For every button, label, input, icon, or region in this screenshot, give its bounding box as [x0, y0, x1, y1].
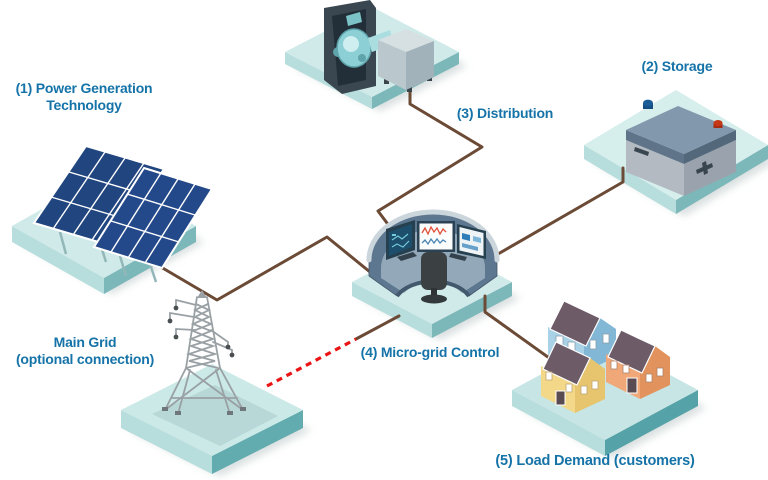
battery-icon: [626, 99, 736, 196]
platform-tower: [121, 364, 303, 474]
monitor-charts-screen: [457, 224, 486, 259]
house-yellow: [541, 341, 605, 413]
connection-generator-to-control: [376, 76, 484, 229]
monitor-waveform-screen: [417, 221, 455, 252]
houses-icon: [541, 300, 670, 413]
connection-maingrid-stub: [354, 314, 401, 341]
connection-battery-to-control: [496, 166, 625, 256]
generator-icon: [324, 0, 434, 94]
transmission-tower-icon: [162, 290, 246, 415]
office-chair: [421, 252, 447, 304]
house-orange: [606, 329, 670, 399]
plus-terminal-mark: [696, 161, 713, 175]
tower-shadow: [152, 385, 278, 446]
minus-terminal-mark: [634, 147, 649, 156]
connection-control-to-houses: [483, 294, 554, 362]
solar-panels-icon: [32, 144, 214, 283]
control-desk-icon: [366, 209, 500, 304]
monitor-map-screen: [386, 220, 415, 260]
optional-connection-line: [266, 337, 357, 388]
